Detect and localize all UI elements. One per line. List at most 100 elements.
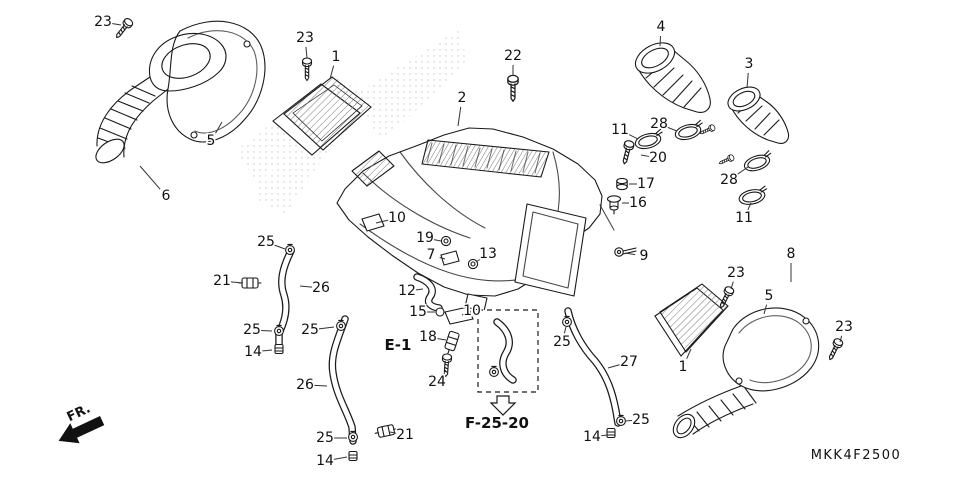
nut-17 [616, 177, 628, 191]
leader-line-14 [600, 434, 608, 437]
leader-line-25 [563, 326, 567, 334]
callout-21: 21 [213, 273, 231, 289]
callout-13: 13 [479, 246, 497, 262]
leader-line-10 [461, 313, 464, 316]
leader-line-25 [318, 326, 335, 330]
leader-line-14 [261, 349, 273, 352]
clamp-14-c [606, 427, 616, 439]
callout-12: 12 [398, 283, 416, 299]
leader-line-28 [667, 126, 678, 132]
callout-18: 18 [419, 329, 437, 345]
clamp-screw-b [717, 153, 736, 167]
screw-23-b [301, 57, 313, 82]
part-cover-seal-left [166, 20, 266, 143]
leader-line-24 [441, 369, 447, 376]
bolt-20 [619, 139, 636, 166]
leader-line-1 [686, 348, 692, 359]
callout-26: 26 [312, 280, 330, 296]
callout-25: 25 [301, 322, 319, 338]
leader-line-3 [746, 72, 749, 89]
screw-23-a [112, 16, 135, 41]
callout-14: 14 [244, 344, 262, 360]
callout-25: 25 [632, 412, 650, 428]
leader-line-21 [230, 281, 244, 284]
part-hose-27 [564, 307, 622, 427]
leader-line-27 [607, 363, 621, 369]
callout-24: 24 [428, 374, 446, 390]
callout-23: 23 [296, 30, 314, 46]
clamp-screw-a [698, 123, 717, 137]
callout-5: 5 [207, 133, 216, 149]
callout-6: 6 [162, 188, 171, 204]
leader-line-23 [305, 46, 308, 59]
callout-23: 23 [94, 14, 112, 30]
ref-detail-box [477, 309, 539, 393]
callout-22: 22 [504, 48, 522, 64]
callout-25: 25 [316, 430, 334, 446]
ref-label-F-25-20: F-25-20 [465, 414, 529, 432]
band-clamp-11-a [632, 128, 666, 152]
sensor-18 [444, 330, 460, 354]
fr-direction-arrow: FR. [58, 401, 105, 444]
leader-line-25 [274, 244, 286, 250]
leader-line-9 [624, 252, 636, 256]
callout-23: 23 [835, 319, 853, 335]
grommet-19 [440, 235, 452, 247]
callout-28: 28 [720, 172, 738, 188]
leader-line-4 [659, 35, 662, 47]
leader-line-11 [747, 202, 752, 211]
callout-26: 26 [296, 377, 314, 393]
callout-4: 4 [657, 19, 666, 35]
part-hose-12 [413, 273, 443, 312]
part-duct-4 [634, 42, 711, 113]
callout-14: 14 [583, 429, 601, 445]
callout-20: 20 [649, 150, 667, 166]
callout-10: 10 [463, 303, 481, 319]
callout-8: 8 [787, 246, 796, 262]
leader-line-28 [736, 166, 749, 176]
callout-9: 9 [640, 248, 649, 264]
leader-line-19 [433, 239, 442, 242]
clip-25-a [285, 243, 295, 255]
part-hose-26-b [328, 315, 357, 445]
part-air-intake-assembly [95, 32, 227, 164]
callout-25: 25 [257, 234, 275, 250]
callout-23: 23 [727, 265, 745, 281]
part-air-cleaner-case [336, 127, 615, 312]
leader-line-12 [415, 288, 424, 291]
leader-line-10 [375, 219, 389, 224]
callout-25: 25 [243, 322, 261, 338]
callout-14: 14 [316, 453, 334, 469]
clamp-14-a [274, 343, 284, 355]
leader-line-7 [439, 256, 446, 260]
leader-line-11 [627, 133, 639, 140]
callout-1: 1 [679, 359, 688, 375]
leader-line-2 [457, 106, 462, 127]
valve-16 [606, 195, 622, 215]
callout-25: 25 [553, 334, 571, 350]
bolt-9 [614, 247, 637, 257]
callout-11: 11 [611, 122, 629, 138]
leader-line-20 [640, 154, 650, 157]
callout-15: 15 [409, 304, 427, 320]
grommet-13 [467, 258, 479, 270]
leader-line-5 [215, 121, 223, 134]
leader-line-21 [389, 431, 397, 434]
callout-7: 7 [427, 247, 436, 263]
callout-27: 27 [620, 354, 638, 370]
leader-line-25 [260, 329, 273, 332]
callout-16: 16 [629, 195, 647, 211]
leader-line-14 [333, 456, 348, 460]
mount-cushion-10-b [444, 306, 474, 325]
part-cleaner-cover-bottom [654, 283, 729, 357]
bracket-7 [440, 250, 460, 266]
callout-28: 28 [650, 116, 668, 132]
part-cleaner-cover-top [272, 76, 372, 156]
ref-label-E-1: E-1 [385, 336, 412, 354]
leader-line-23 [839, 335, 843, 343]
leader-line-26 [299, 285, 313, 288]
band-clamp-11-b [737, 185, 770, 208]
